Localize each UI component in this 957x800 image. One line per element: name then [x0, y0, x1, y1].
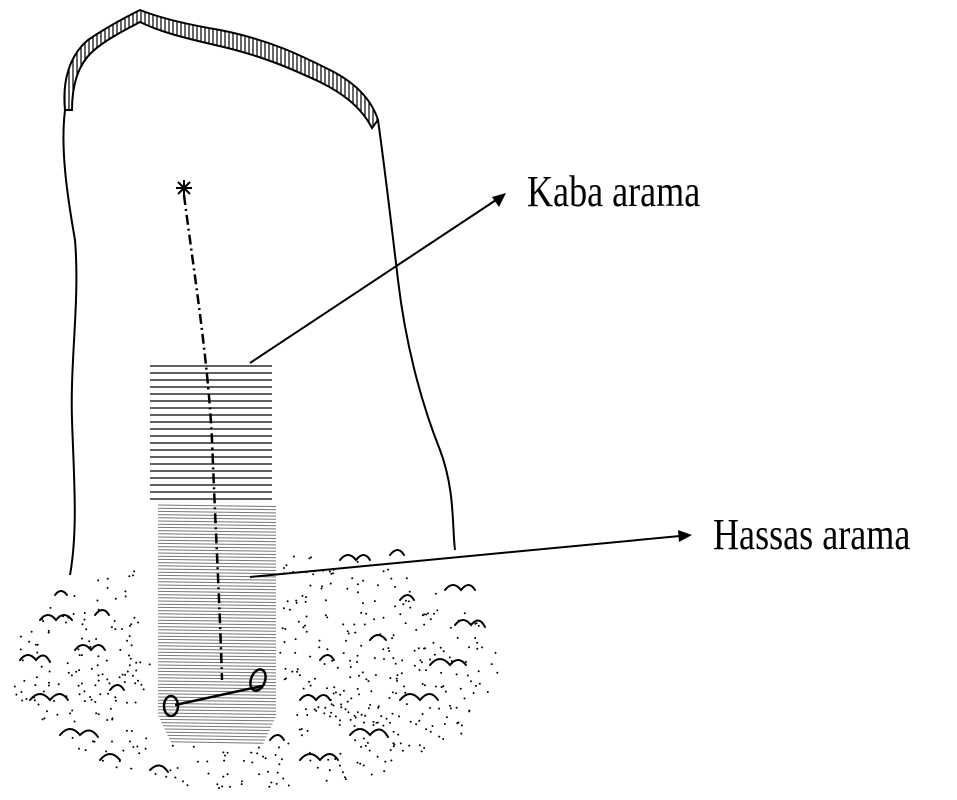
fine-search-label: Hassas arama	[713, 513, 910, 557]
leader-arrow-coarse	[250, 193, 506, 363]
coarse-search-area	[150, 366, 272, 499]
debris-pile	[14, 545, 501, 789]
wall-outline	[63, 10, 455, 575]
search-path	[184, 195, 222, 680]
start-star-icon	[176, 180, 192, 196]
coarse-search-label: Kaba arama	[527, 170, 700, 214]
leader-arrow-fine	[250, 530, 692, 577]
